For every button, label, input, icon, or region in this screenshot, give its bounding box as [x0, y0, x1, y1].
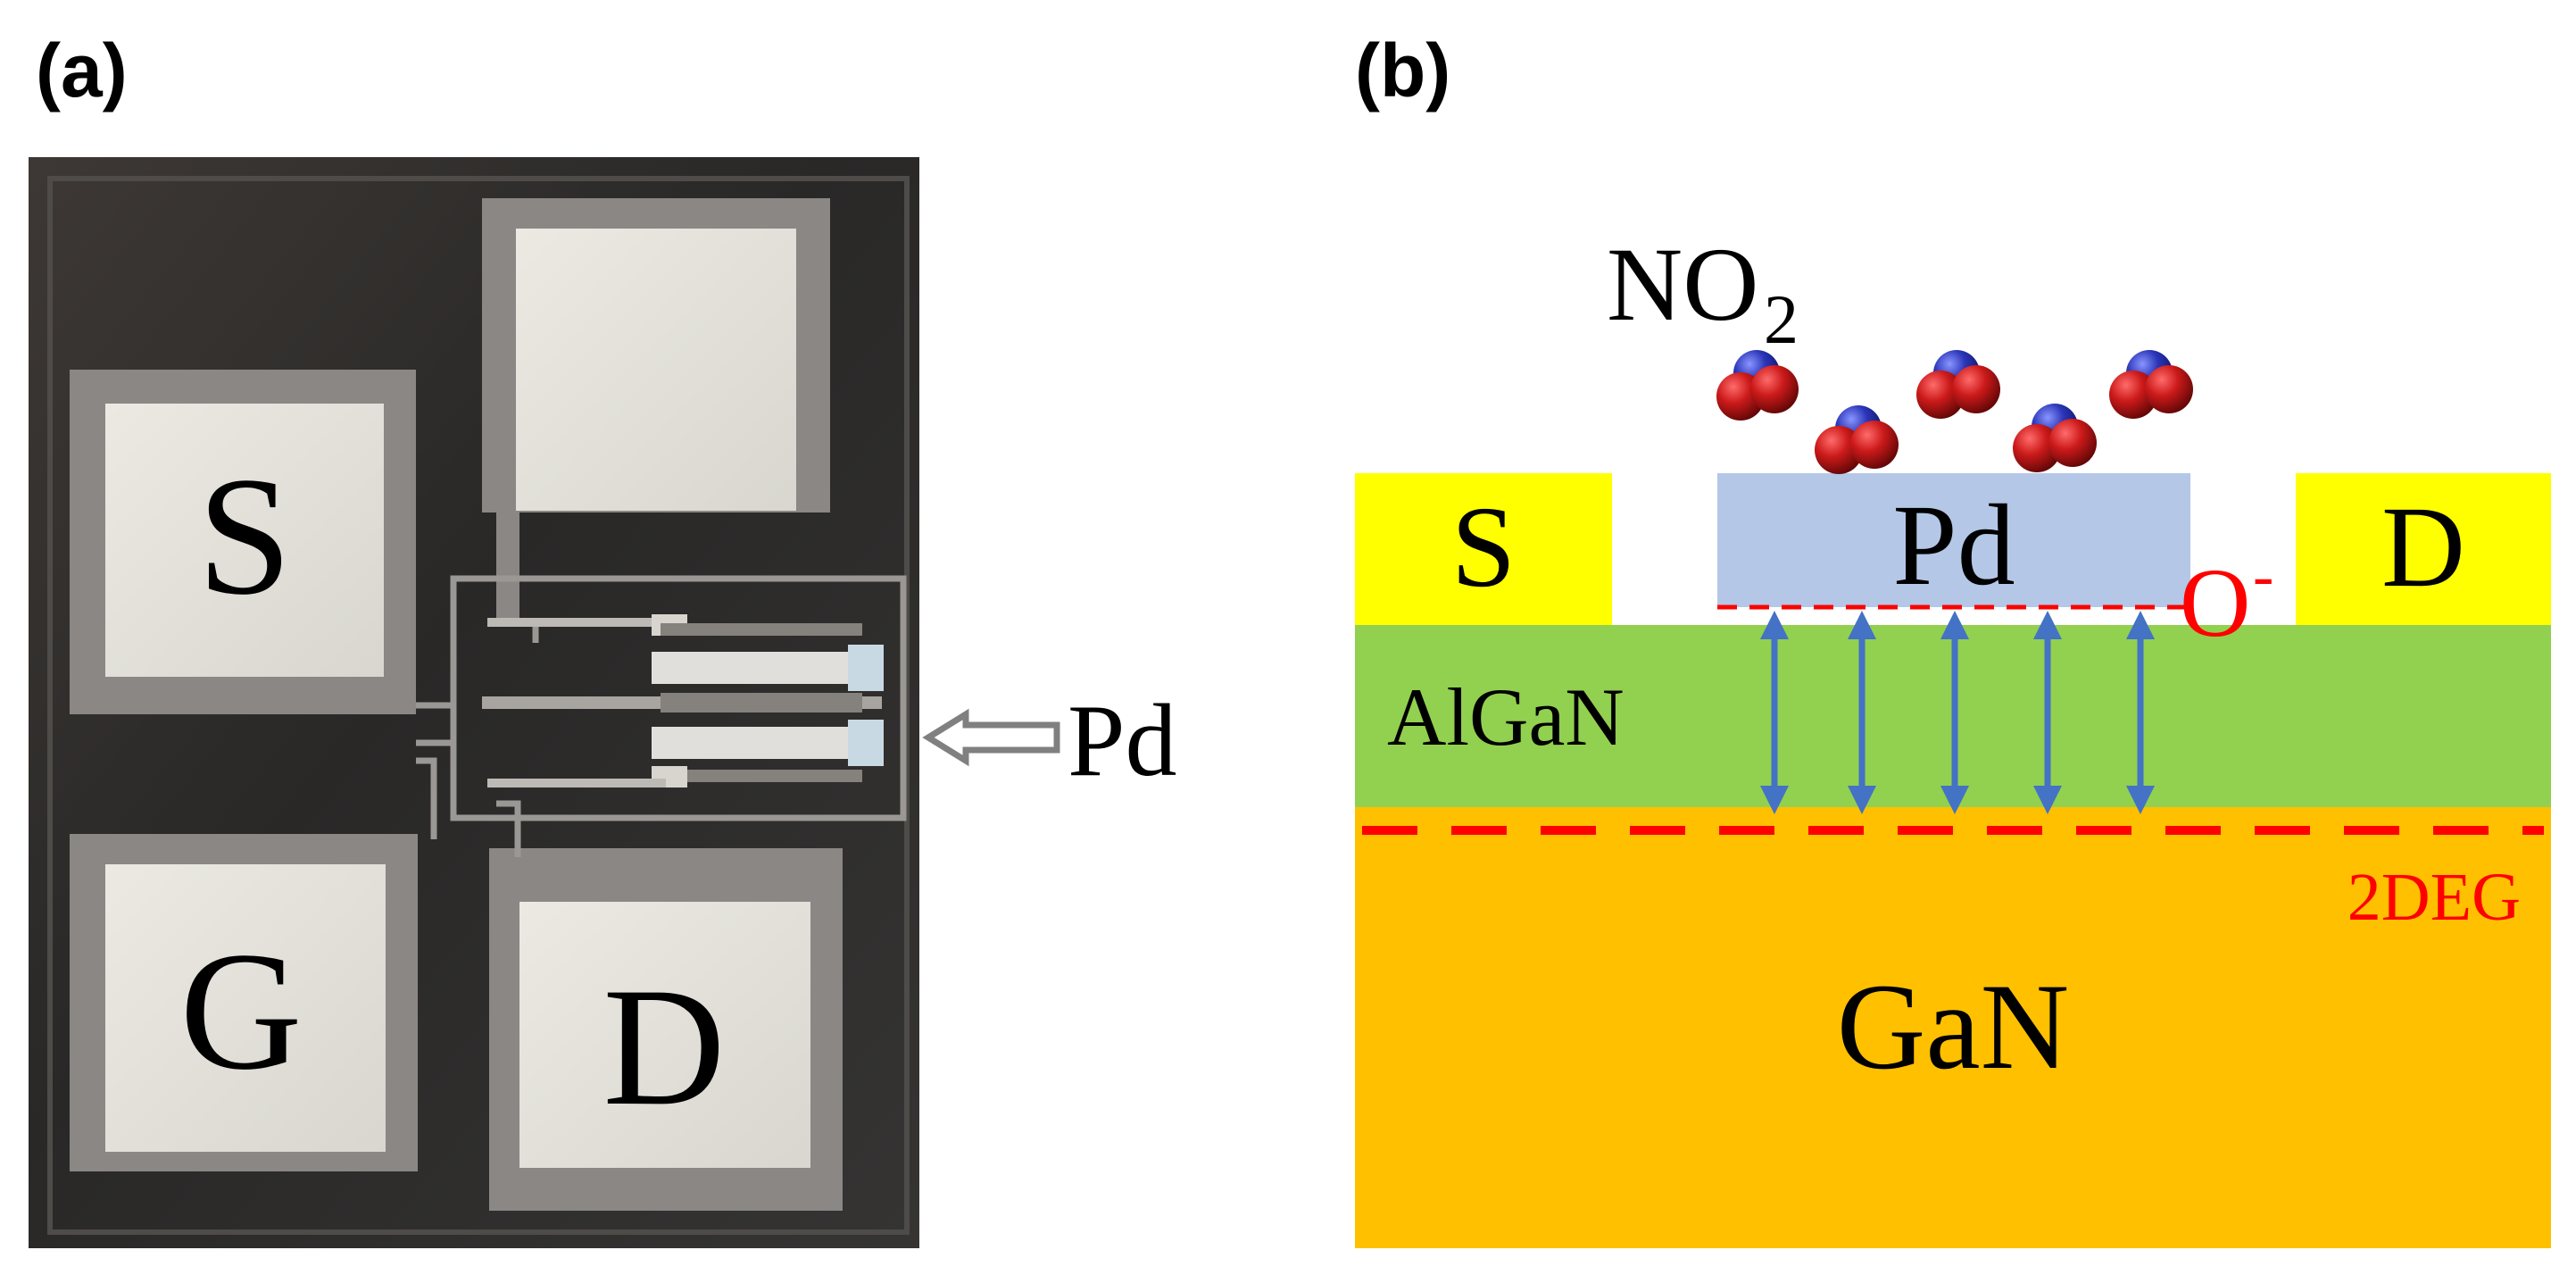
source-contact: [1355, 473, 1612, 625]
pd-gate: [1717, 473, 2190, 607]
top-pad-stem: [496, 512, 519, 623]
device-cross-section: S Pd D AlGaN GaN 2DEG O -: [1355, 473, 2551, 1248]
no2-molecule-icon: [2109, 350, 2193, 419]
no2-molecule-icon: [1716, 350, 1799, 421]
drain-label: D: [2381, 483, 2465, 612]
no2-molecules: [1716, 350, 2193, 474]
source-label: S: [1451, 483, 1516, 612]
pd-pointer-arrow: [922, 708, 1060, 767]
pd-pointer-label: Pd: [1068, 684, 1177, 798]
oxygen-ion-symbol: O: [2180, 548, 2250, 657]
drain-pad: [519, 902, 810, 1168]
panel-b-label: (b): [1355, 29, 1450, 112]
algan-label: AlGaN: [1387, 671, 1625, 762]
gate-pad: [105, 864, 386, 1152]
panel-a-label: (a): [36, 29, 128, 112]
chip-border: [47, 176, 910, 1235]
no2-molecule-icon: [1815, 405, 1899, 474]
2deg-label: 2DEG: [2347, 860, 2521, 935]
chip-photo: S G D: [29, 157, 919, 1248]
no2-molecule-icon: [2013, 404, 2097, 472]
no2-subscript: 2: [1764, 280, 1799, 358]
drain-contact: [2296, 473, 2551, 625]
no2-label: NO 2: [1607, 226, 1799, 358]
oxygen-ion-label: O -: [2180, 542, 2273, 657]
gate-pad-label: G: [179, 918, 302, 1105]
pd-label: Pd: [1892, 481, 2015, 610]
no2-text: NO: [1607, 226, 1758, 343]
gate-fingers: [482, 614, 884, 788]
gan-label: GaN: [1837, 958, 2070, 1095]
no2-molecule-icon: [1916, 350, 2000, 419]
source-pad-label: S: [197, 443, 292, 630]
oxygen-ion-charge: -: [2253, 542, 2273, 611]
source-pad: [105, 404, 384, 677]
top-pad: [516, 229, 796, 511]
polarization-arrows: [1760, 611, 2155, 814]
gan-layer: [1355, 807, 2551, 1248]
drain-pad-label: D: [602, 954, 725, 1141]
